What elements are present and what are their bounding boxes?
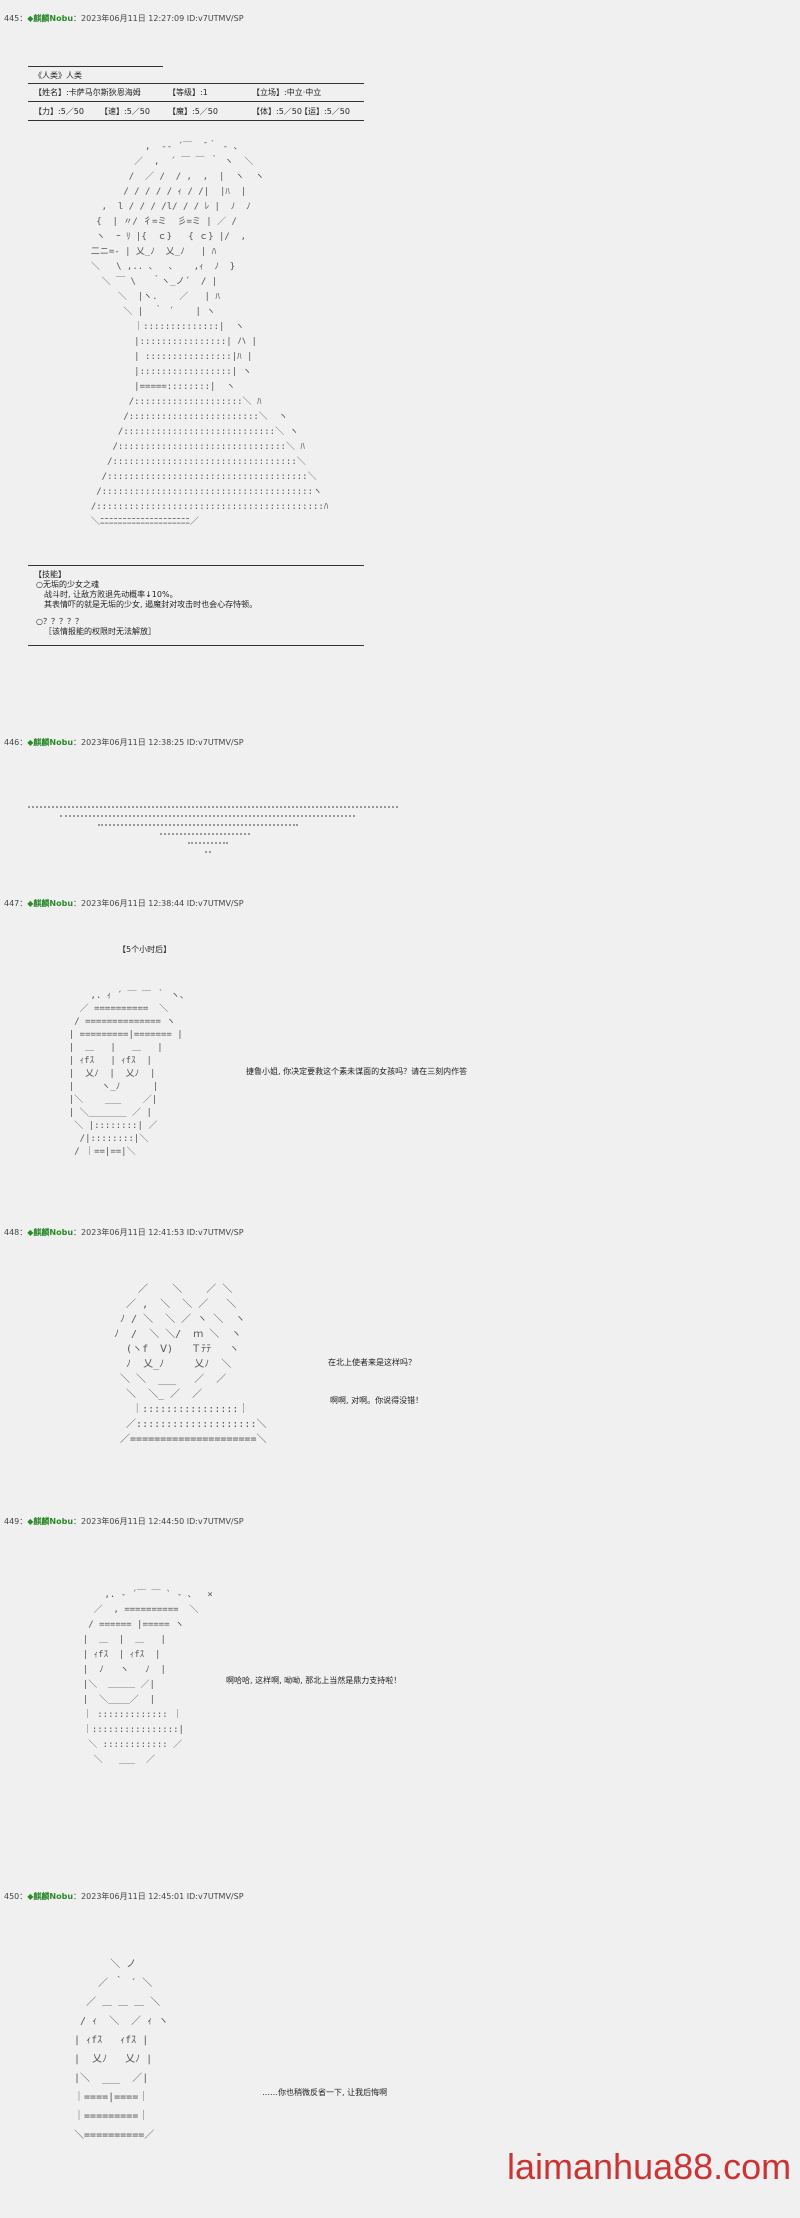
post-date: ：2023年06月11日 12:27:09 ID:v7UTMV/SP bbox=[73, 14, 244, 23]
post-header-445: 445：◆麒麟Nobu：2023年06月11日 12:27:09 ID:v7UT… bbox=[4, 13, 244, 24]
poster-name[interactable]: ◆麒麟Nobu bbox=[27, 738, 74, 747]
post-header-450: 450：◆麒麟Nobu：2023年06月11日 12:45:01 ID:v7UT… bbox=[4, 1891, 244, 1902]
time-skip-label: 【5个小时后】 bbox=[118, 945, 172, 954]
post-header-449: 449：◆麒麟Nobu：2023年06月11日 12:44:50 ID:v7UT… bbox=[4, 1516, 244, 1527]
ascii-art-girl-4: ,. ‐ ´￣ ￣ ` ‐ 、 × ／ , ========== ＼ / ===… bbox=[82, 1590, 213, 1765]
post-date: ：2023年06月11日 12:38:25 ID:v7UTMV/SP bbox=[73, 738, 244, 747]
name-cell: 【姓名】:卡萨马尔斯狄恩海姆 bbox=[34, 88, 141, 97]
post-number: 445： bbox=[4, 14, 28, 23]
post-date: ：2023年06月11日 12:38:44 ID:v7UTMV/SP bbox=[73, 899, 244, 908]
post-date: ：2023年06月11日 12:41:53 ID:v7UTMV/SP bbox=[73, 1228, 244, 1237]
ascii-art-girl-1: , -‐ ´￣ ̄ ｀ ‐ 、 ／ , ´ ￣ ￣ ｀ ヽ ＼ / ／ / / … bbox=[90, 142, 329, 527]
dialogue-448-1: 在北上使者来是这样吗？ bbox=[328, 1358, 416, 1367]
str-cell: 【力】:5／50 bbox=[34, 107, 84, 116]
skill-1-line-2: 其表情吓的就是无垢的少女, 遏魔封对攻击时也会心存恃顿。 bbox=[44, 600, 258, 609]
dialogue-449: 啊哈哈, 这样啊, 呦呦, 那北上当然是鼎力支持啦！ bbox=[226, 1676, 402, 1685]
spd-cell: 【速】:5／50 bbox=[100, 107, 150, 116]
ascii-art-girl-3: ／ ＼ ／ ＼ ／ , ＼ ＼ ／ ＼ ﾉ / ＼ ＼ ／ ヽ ＼ ヽ ﾉ / … bbox=[114, 1284, 267, 1445]
poster-name[interactable]: ◆麒麟Nobu bbox=[27, 14, 74, 23]
post-date: ：2023年06月11日 12:45:01 ID:v7UTMV/SP bbox=[73, 1892, 244, 1901]
poster-name[interactable]: ◆麒麟Nobu bbox=[27, 1228, 74, 1237]
post-number: 446： bbox=[4, 738, 28, 747]
luk-cell: 【运】:5／50 bbox=[300, 107, 350, 116]
skill-1-title: ○无垢的少女之魂 bbox=[36, 580, 99, 589]
post-number: 448： bbox=[4, 1228, 28, 1237]
dialogue-447: 捷鲁小姐, 你决定要救这个素未谋面的女孩吗？请在三刻内作答 bbox=[246, 1067, 468, 1076]
skills-header: 【技能】 bbox=[34, 570, 66, 579]
skill-2-title: ○？？？？？ bbox=[36, 617, 83, 626]
post-number: 447： bbox=[4, 899, 28, 908]
skill-1-line-1: 战斗时, 让敌方败退先动概率↓10%。 bbox=[44, 590, 178, 599]
post-header-446: 446：◆麒麟Nobu：2023年06月11日 12:38:25 ID:v7UT… bbox=[4, 737, 244, 748]
post-number: 450： bbox=[4, 1892, 28, 1901]
race-label: 《人类》人类 bbox=[34, 71, 82, 80]
dialogue-450: ……你也稍微反省一下, 让我后悔啊 bbox=[262, 2088, 388, 2097]
stance-cell: 【立场】:中立·中立 bbox=[252, 88, 322, 97]
dialogue-448-2: 啊啊, 对啊。你说得没错！ bbox=[330, 1396, 424, 1405]
post-date: ：2023年06月11日 12:44:50 ID:v7UTMV/SP bbox=[73, 1517, 244, 1526]
mag-cell: 【魔】:5／50 bbox=[168, 107, 218, 116]
ascii-art-girl-5: ＼ ノ ／ ｀ ´ ＼ ／ ＿ ＿ ＿ ＼ / ｨ ＼ ／ ｨ ヽ | ｨfｽ … bbox=[74, 1959, 169, 2141]
level-cell: 【等级】:1 bbox=[168, 88, 208, 97]
post-header-448: 448：◆麒麟Nobu：2023年06月11日 12:41:53 ID:v7UT… bbox=[4, 1227, 244, 1238]
poster-name[interactable]: ◆麒麟Nobu bbox=[27, 1892, 74, 1901]
con-cell: 【体】:5／50 bbox=[252, 107, 302, 116]
site-watermark: laimanhua88.com bbox=[507, 2146, 792, 2187]
skill-2-line-1: ［该情报能的权限时无法解放］ bbox=[44, 627, 156, 636]
poster-name[interactable]: ◆麒麟Nobu bbox=[27, 1517, 74, 1526]
ascii-art-girl-2: ,. ｨ ´ ￣ ￣ ｀ ヽ、 ／ ========== ＼ / =======… bbox=[68, 991, 189, 1157]
poster-name[interactable]: ◆麒麟Nobu bbox=[27, 899, 74, 908]
post-header-447: 447：◆麒麟Nobu：2023年06月11日 12:38:44 ID:v7UT… bbox=[4, 898, 244, 909]
post-number: 449： bbox=[4, 1517, 28, 1526]
